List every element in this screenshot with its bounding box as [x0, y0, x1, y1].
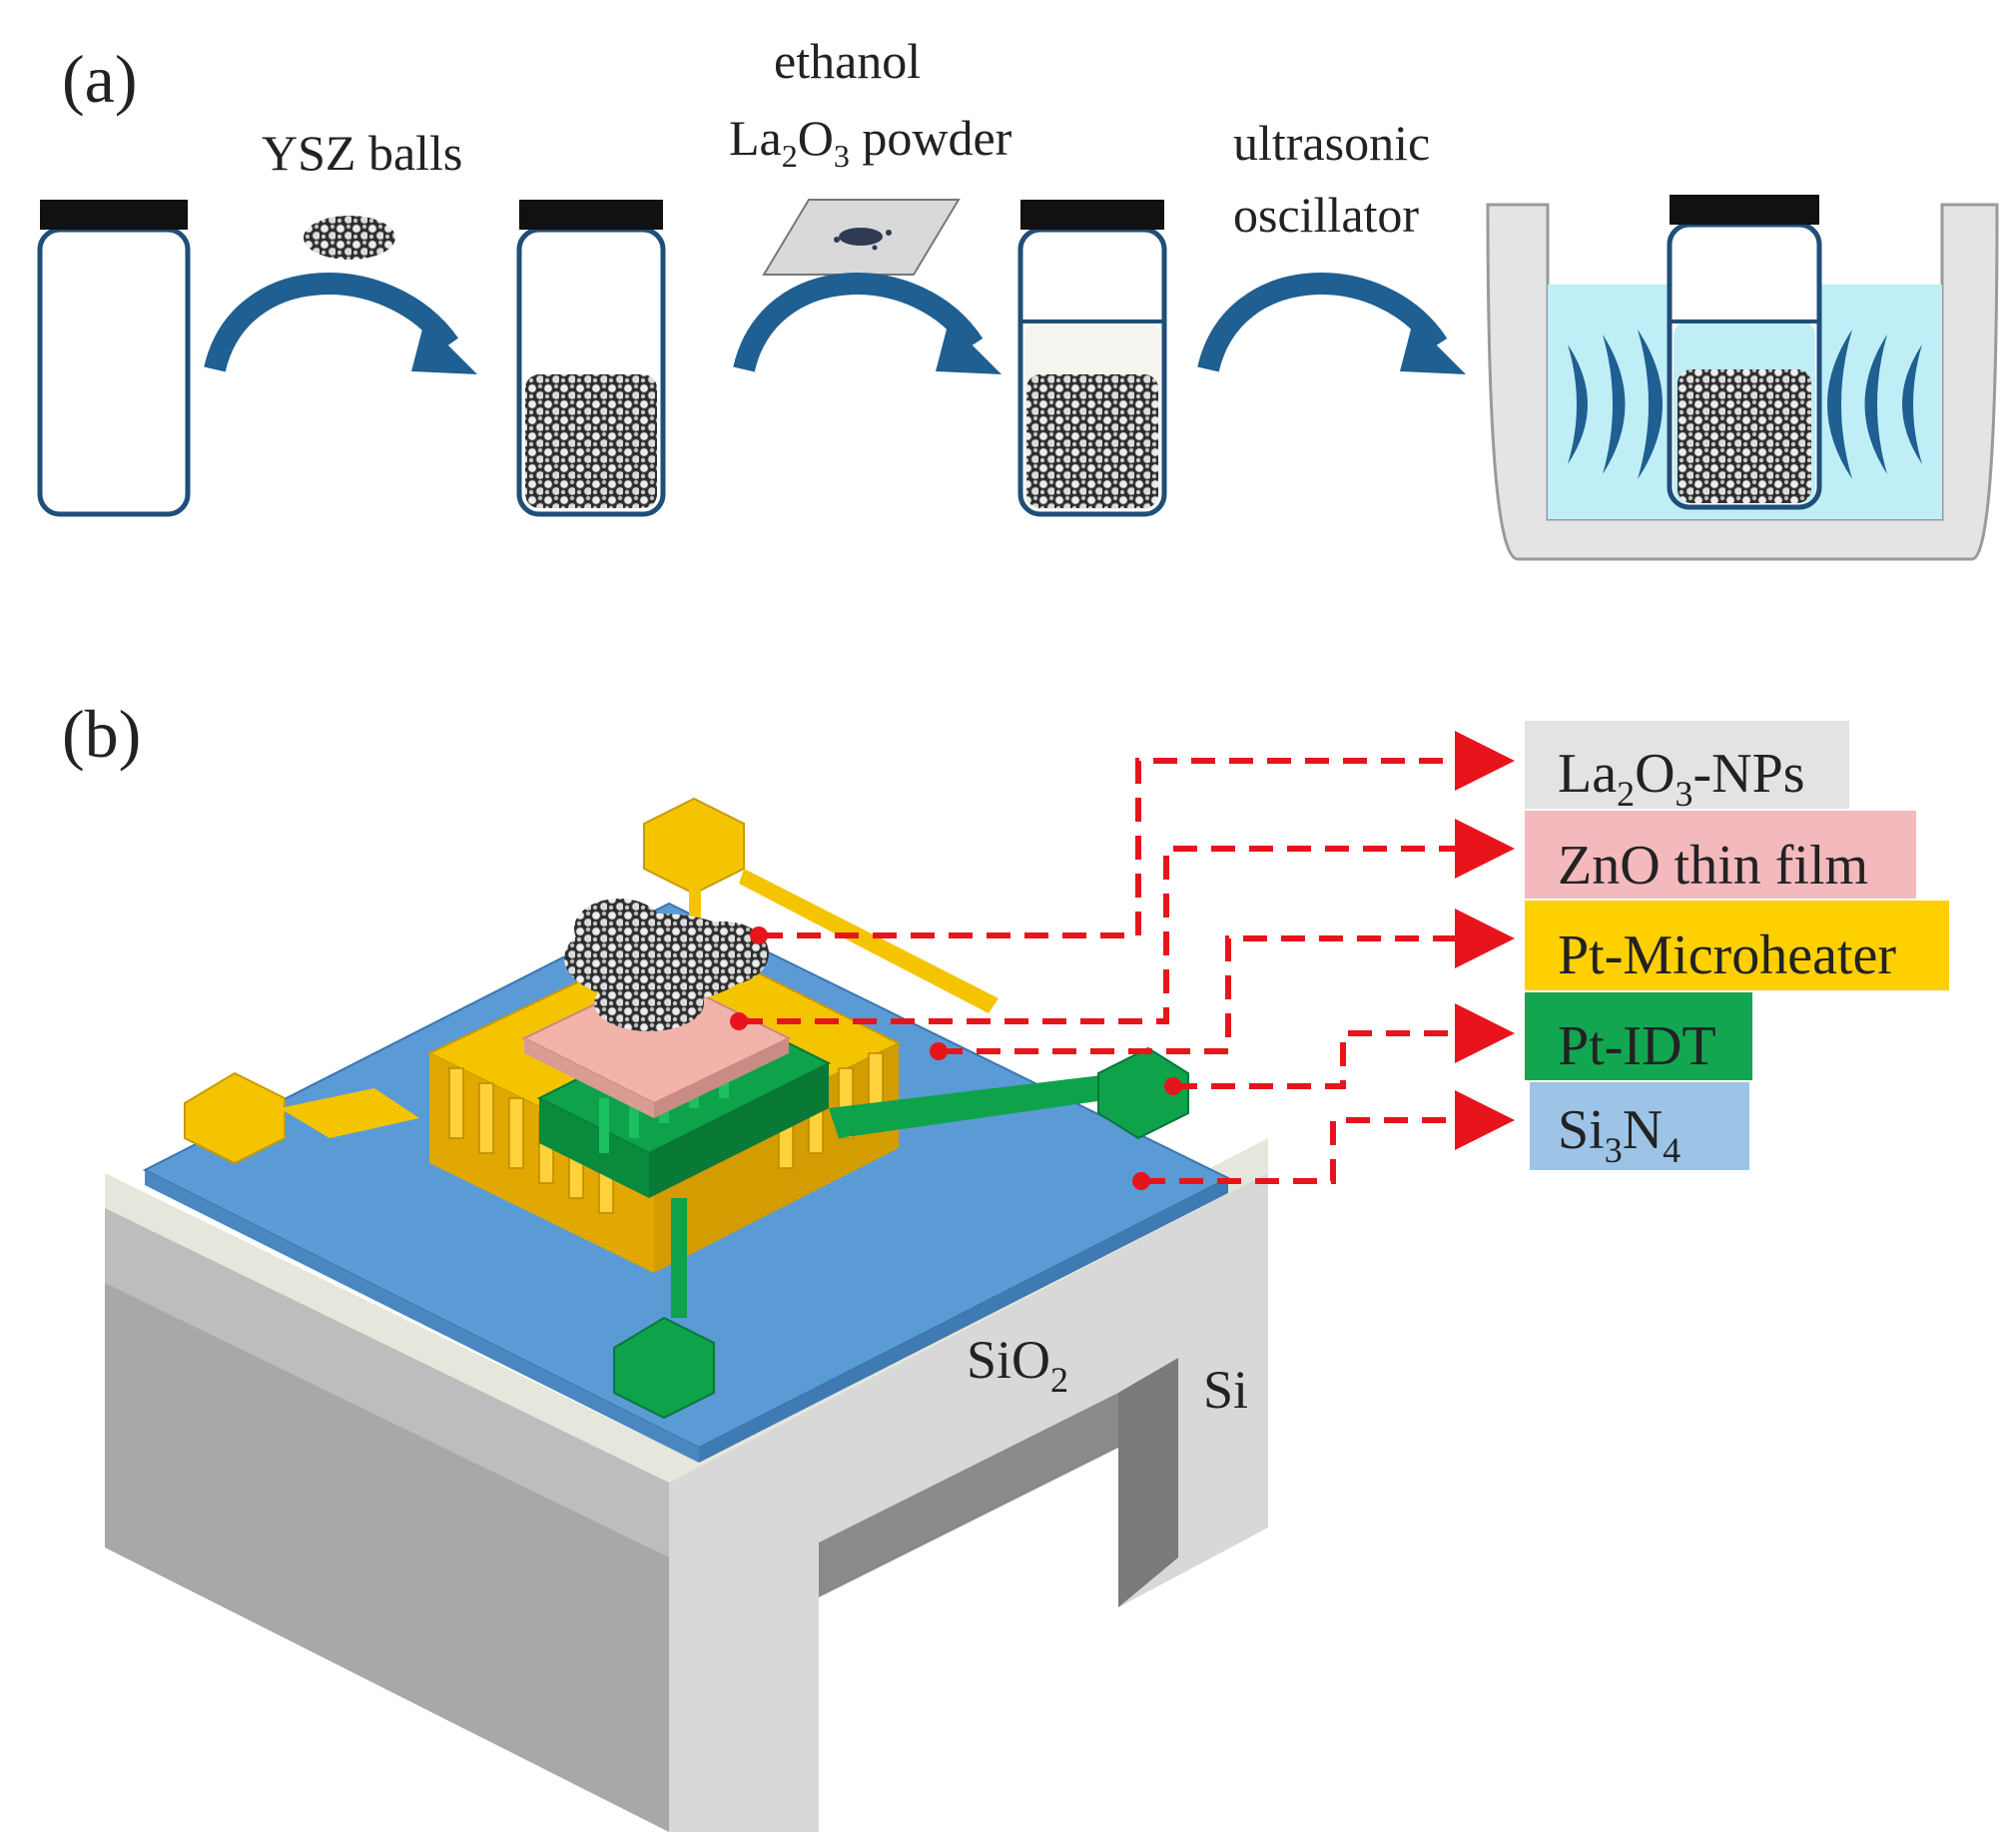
legend-label-heater: Pt-Microheater	[1558, 924, 1896, 986]
curved-arrow-icon	[733, 273, 1002, 374]
legend-swatch-la2o3	[1525, 721, 1849, 809]
jar-with-balls	[516, 200, 666, 517]
la2o3-powder-icon	[762, 199, 961, 276]
legend: La2O3-NPs ZnO thin film Pt-Microheater P…	[1525, 721, 1949, 1170]
sio2-layer	[105, 1138, 1268, 1483]
jar-with-ethanol-and-balls	[1017, 200, 1167, 517]
panel-a-label: (a)	[62, 41, 137, 117]
curved-arrow-icon	[204, 273, 477, 374]
si-label: Si	[1203, 1360, 1248, 1420]
leader-lines	[739, 731, 1515, 1184]
legend-swatch-zno	[1525, 811, 1916, 899]
curved-arrow-icon	[1197, 273, 1466, 374]
step1-text: YSZ balls	[262, 125, 462, 181]
legend-swatch-idt	[1525, 992, 1752, 1080]
ysz-balls-icon	[304, 216, 395, 260]
sio2-label: SiO2	[967, 1330, 1068, 1400]
legend-swatch-heater	[1525, 901, 1949, 990]
panel-b-label: (b)	[62, 696, 141, 772]
wave-icon	[1827, 329, 1922, 479]
legend-label-si3n4: Si3N4	[1558, 1099, 1680, 1170]
la2o3-nanoparticles	[564, 899, 769, 1031]
wave-icon	[1568, 329, 1663, 479]
leader-dots	[730, 926, 1182, 1190]
legend-label-la2o3: La2O3-NPs	[1558, 743, 1805, 814]
silicon-substrate	[105, 1168, 1268, 1832]
step3-text-line2: oscillator	[1233, 187, 1419, 243]
step3-text-line1: ultrasonic	[1233, 115, 1430, 171]
legend-label-idt: Pt-IDT	[1558, 1015, 1716, 1077]
ultrasonic-bath	[1486, 195, 1999, 561]
step2-text-line1: ethanol	[774, 33, 921, 89]
legend-label-zno: ZnO thin film	[1558, 835, 1868, 897]
zno-thin-film	[521, 971, 792, 1118]
step2-text-line2: La2O3 powder	[729, 110, 1012, 174]
empty-jar	[37, 200, 191, 517]
legend-swatch-si3n4	[1530, 1082, 1749, 1170]
